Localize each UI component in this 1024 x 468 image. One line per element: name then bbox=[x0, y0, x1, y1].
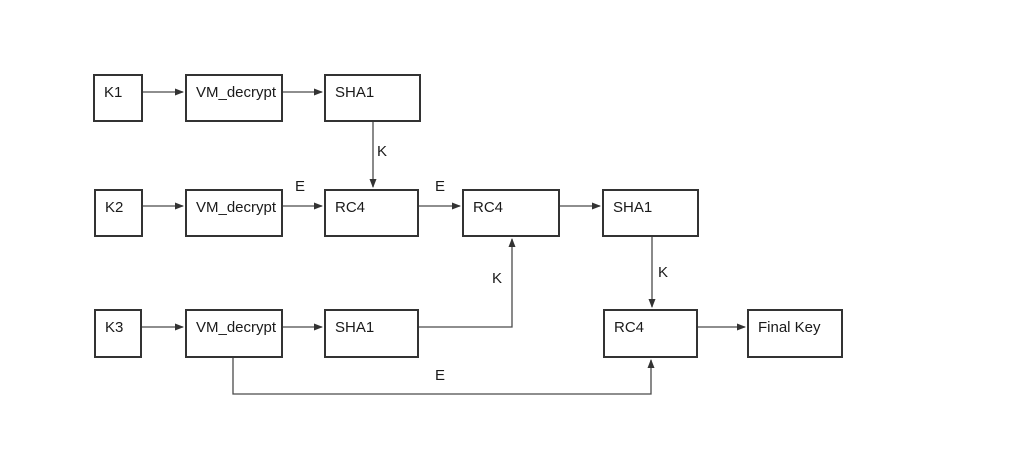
node-rc4-2: RC4 bbox=[462, 189, 560, 237]
node-rc4-1: RC4 bbox=[324, 189, 419, 237]
node-rc4-3: RC4 bbox=[603, 309, 698, 358]
edge-sha1-3-to-rc4-2 bbox=[419, 238, 516, 328]
node-sha1-3: SHA1 bbox=[324, 309, 419, 358]
edge-label-k-mid-right: K bbox=[658, 264, 669, 281]
node-k2: K2 bbox=[94, 189, 143, 237]
node-vm-decrypt-1: VM_decrypt bbox=[185, 74, 283, 122]
node-vm-decrypt-2: VM_decrypt bbox=[185, 189, 283, 237]
edge-label-e-vm2-rc4: E bbox=[295, 178, 306, 195]
node-vm-decrypt-3: VM_decrypt bbox=[185, 309, 283, 358]
node-k3: K3 bbox=[94, 309, 142, 358]
node-final-key: Final Key bbox=[747, 309, 843, 358]
node-k1: K1 bbox=[93, 74, 143, 122]
edge-label-e-bottom: E bbox=[435, 367, 446, 384]
edge-label-e-rc4-rc4: E bbox=[435, 178, 446, 195]
edge-label-k-top: K bbox=[377, 143, 388, 160]
edge-label-k-mid-left: K bbox=[492, 270, 503, 287]
edge-vm3-to-rc4-3-e-path bbox=[232, 358, 655, 395]
node-sha1-2: SHA1 bbox=[602, 189, 699, 237]
node-sha1-1: SHA1 bbox=[324, 74, 421, 122]
